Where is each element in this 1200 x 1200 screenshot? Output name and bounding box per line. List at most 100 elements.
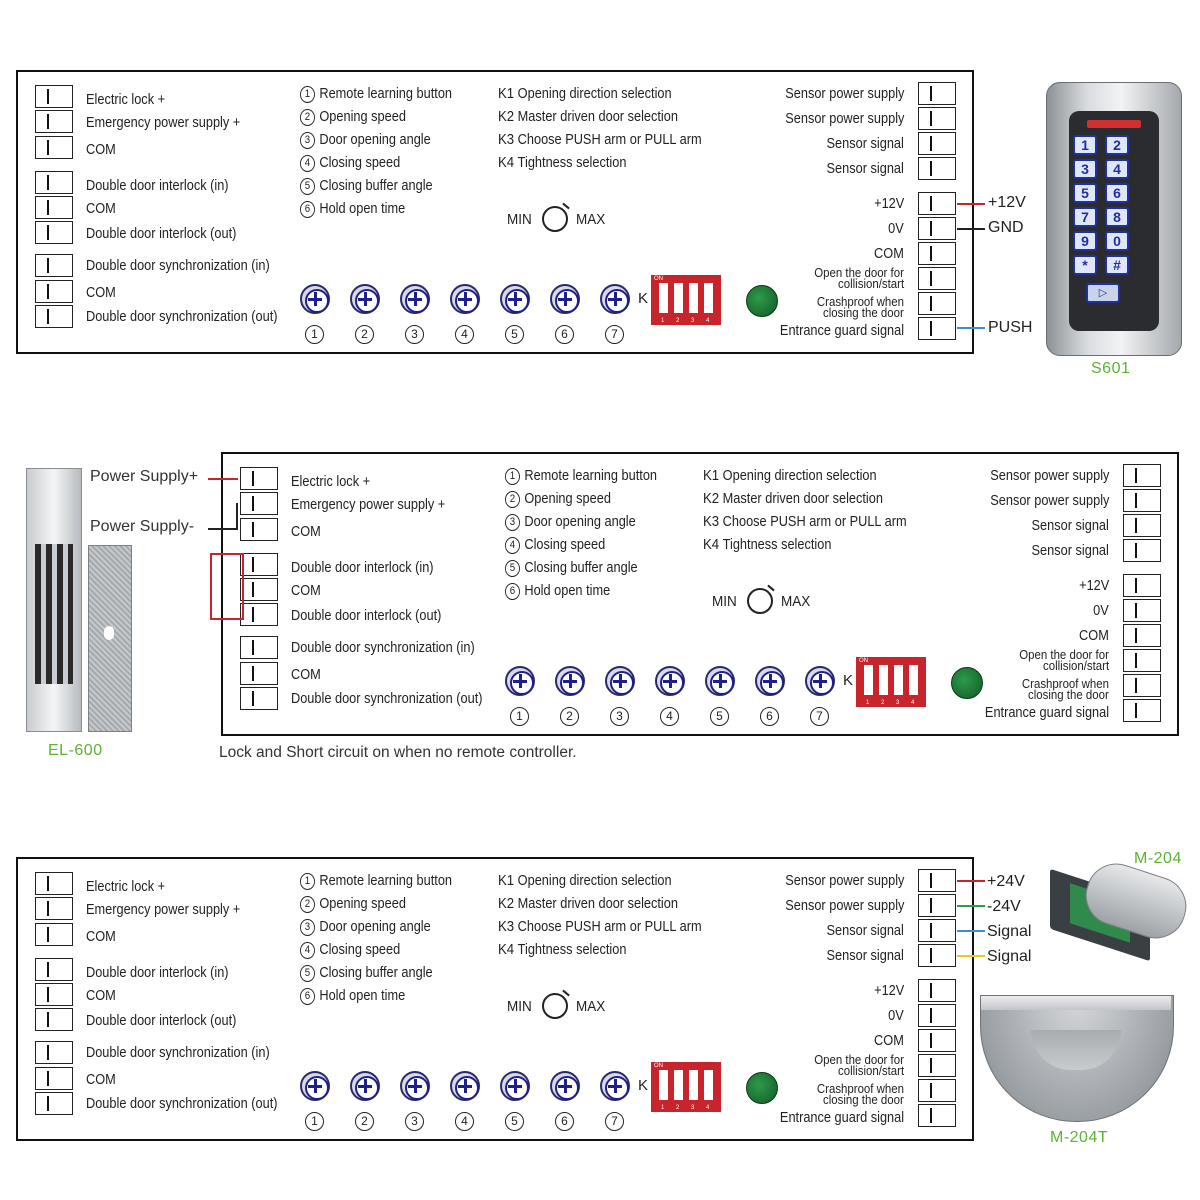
terminal-sensor-signal bbox=[918, 944, 956, 967]
label-12v: +12V bbox=[873, 196, 904, 212]
status-led-icon bbox=[746, 285, 778, 317]
label-0v: 0V bbox=[888, 1008, 904, 1024]
wire-push bbox=[957, 327, 985, 329]
terminal-sync-in bbox=[35, 254, 73, 277]
label-crashproof-2: closing the door bbox=[823, 1092, 904, 1107]
keypad-key[interactable]: * bbox=[1073, 255, 1097, 275]
label-interlock-in: Double door interlock (in) bbox=[86, 178, 229, 194]
wire-12v bbox=[957, 203, 985, 205]
label-sync-in: Double door synchronization (in) bbox=[291, 640, 475, 656]
wire-signal-1 bbox=[957, 930, 985, 932]
terminal-com bbox=[35, 136, 73, 159]
label-12v: +12V bbox=[873, 983, 904, 999]
label-interlock-out: Double door interlock (out) bbox=[291, 608, 442, 624]
keypad-bell-button: ▷ bbox=[1086, 283, 1120, 303]
label-com: COM bbox=[291, 524, 321, 540]
terminal-sync-in bbox=[240, 636, 278, 659]
terminal-entrance-guard bbox=[918, 317, 956, 340]
screw-number: 6 bbox=[555, 1112, 574, 1131]
terminal-open-door bbox=[1123, 649, 1161, 672]
keypad-key[interactable]: 6 bbox=[1105, 183, 1129, 203]
screw-terminal-icon bbox=[300, 284, 330, 314]
screw-number: 2 bbox=[560, 707, 579, 726]
label-12v: +12V bbox=[1078, 578, 1109, 594]
terminal-sensor-power bbox=[918, 869, 956, 892]
knob-max-label: MAX bbox=[576, 211, 606, 228]
label-sync-out: Double door synchronization (out) bbox=[86, 309, 278, 325]
screw-number: 1 bbox=[305, 325, 324, 344]
label-com: COM bbox=[86, 201, 116, 217]
label-entrance-guard: Entrance guard signal bbox=[779, 323, 904, 339]
label-interlock-in: Double door interlock (in) bbox=[291, 560, 434, 576]
label-open-door: Open the door for bbox=[1019, 647, 1109, 662]
keypad-key[interactable]: # bbox=[1105, 255, 1129, 275]
keypad-key[interactable]: 1 bbox=[1073, 135, 1097, 155]
terminal-sensor-power bbox=[1123, 464, 1161, 487]
keypad-key[interactable]: 8 bbox=[1105, 207, 1129, 227]
terminal-interlock-out bbox=[240, 603, 278, 626]
terminal-12v bbox=[918, 979, 956, 1002]
wire-power-plus bbox=[208, 478, 238, 480]
keypad-key[interactable]: 7 bbox=[1073, 207, 1097, 227]
wire-label-gnd: GND bbox=[988, 219, 1024, 236]
terminal-interlock-in bbox=[35, 958, 73, 981]
label-electric-lock: Electric lock + bbox=[86, 92, 166, 108]
label-com: COM bbox=[86, 988, 116, 1004]
terminal-com bbox=[918, 242, 956, 265]
label-emergency-power: Emergency power supply + bbox=[86, 902, 241, 918]
screw-terminal-icon bbox=[550, 284, 580, 314]
keypad-key[interactable]: 9 bbox=[1073, 231, 1097, 251]
label-com: COM bbox=[291, 583, 321, 599]
status-led-icon bbox=[951, 667, 983, 699]
keypad-device-s601 bbox=[1046, 82, 1182, 356]
screw-terminal-icon bbox=[350, 284, 380, 314]
wire-gnd bbox=[957, 228, 985, 230]
terminal-com bbox=[35, 1067, 73, 1090]
label-open-door-2: collision/start bbox=[837, 1063, 904, 1078]
lock-short-note: Lock and Short circuit on when no remote… bbox=[219, 744, 577, 761]
adjust-knob-icon bbox=[747, 588, 773, 614]
label-sensor-signal: Sensor signal bbox=[826, 923, 904, 939]
screw-terminal-icon bbox=[300, 1071, 330, 1101]
device-label-el600: EL-600 bbox=[48, 742, 103, 759]
screw-number: 4 bbox=[660, 707, 679, 726]
terminal-sensor-power bbox=[918, 894, 956, 917]
magnetic-lock-el600 bbox=[26, 468, 82, 732]
terminal-sensor-signal bbox=[918, 132, 956, 155]
keypad-key[interactable]: 5 bbox=[1073, 183, 1097, 203]
knob-min-label: MIN bbox=[712, 593, 737, 610]
label-open-door: Open the door for bbox=[814, 1052, 904, 1067]
screw-terminal-icon bbox=[500, 284, 530, 314]
label-sensor-power: Sensor power supply bbox=[989, 493, 1109, 509]
interlock-short-bracket bbox=[210, 553, 244, 620]
keypad-key[interactable]: 0 bbox=[1105, 231, 1129, 251]
keypad-key[interactable]: 2 bbox=[1105, 135, 1129, 155]
keypad-key[interactable]: 4 bbox=[1105, 159, 1129, 179]
keypad-key[interactable]: 3 bbox=[1073, 159, 1097, 179]
screw-terminal-icon bbox=[550, 1071, 580, 1101]
controller-panel-1: Electric lock + Emergency power supply +… bbox=[16, 70, 974, 354]
label-com: COM bbox=[86, 285, 116, 301]
screw-terminal-icon bbox=[655, 666, 685, 696]
label-interlock-out: Double door interlock (out) bbox=[86, 226, 237, 242]
knob-max-label: MAX bbox=[781, 593, 811, 610]
terminal-open-door bbox=[918, 267, 956, 290]
adjust-knob-icon bbox=[542, 993, 568, 1019]
screw-number: 7 bbox=[605, 1112, 624, 1131]
label-emergency-power: Emergency power supply + bbox=[291, 497, 446, 513]
label-com: COM bbox=[874, 246, 904, 262]
terminal-crashproof bbox=[918, 1079, 956, 1102]
